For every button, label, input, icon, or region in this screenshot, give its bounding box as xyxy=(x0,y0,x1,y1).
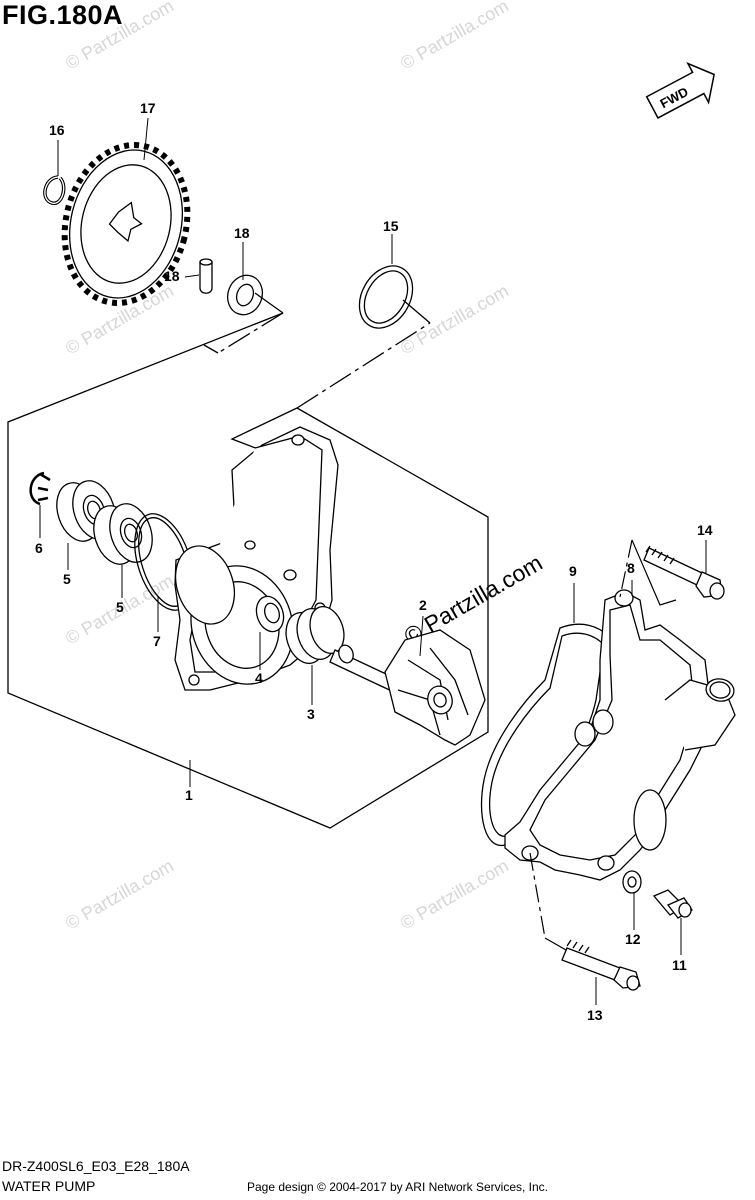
callout-11: 12 xyxy=(625,931,641,947)
pump-cover-8 xyxy=(504,589,736,881)
bolt-12 xyxy=(561,939,641,991)
pump-case-1 xyxy=(174,426,339,691)
callout-9: 9 xyxy=(569,563,577,579)
callout-3: 3 xyxy=(307,706,315,722)
leader-lines xyxy=(39,117,707,1005)
bolt-10 xyxy=(652,889,693,919)
figure-caption: WATER PUMP xyxy=(2,1178,96,1194)
bolt-13 xyxy=(643,545,725,600)
watermark: © Partzilla.com xyxy=(62,0,177,73)
callout-18: 18 xyxy=(164,268,180,284)
callout-4: 4 xyxy=(255,670,263,686)
e-clip-6 xyxy=(29,471,51,506)
watermark: © Partzilla.com xyxy=(397,280,512,358)
callout-labels: 17 16 18 15 18 6 5 5 7 4 3 1 2 9 8 14 12… xyxy=(35,100,713,1023)
figure-title: FIG.180A xyxy=(2,0,124,30)
callout-16: 17 xyxy=(140,100,156,116)
watermark: © Partzilla.com xyxy=(397,855,512,933)
callout-10: 11 xyxy=(672,957,687,973)
watermark: © Partzilla.com xyxy=(62,280,177,358)
o-ring-14 xyxy=(358,265,414,329)
dowel-pin-18 xyxy=(199,258,213,294)
callout-7: 7 xyxy=(153,633,161,649)
callout-6: 6 xyxy=(35,540,43,556)
oil-seal-4 xyxy=(255,595,285,633)
fwd-arrow-badge: FWD xyxy=(645,62,715,119)
callout-5b: 5 xyxy=(116,599,124,615)
guide-lines xyxy=(529,539,677,951)
callout-12: 13 xyxy=(587,1007,603,1023)
water-pump-gear xyxy=(61,142,191,306)
callout-13: 14 xyxy=(697,522,713,538)
assembly-outline xyxy=(7,292,489,829)
watermark: © Partzilla.com xyxy=(397,0,512,73)
callout-15: 16 xyxy=(49,122,65,138)
callout-1: 1 xyxy=(185,787,193,803)
page-credit: Page design © 2004-2017 by ARI Network S… xyxy=(247,1180,549,1194)
callout-17: 18 xyxy=(234,225,250,241)
impeller-2 xyxy=(384,629,486,746)
washer-11 xyxy=(622,870,642,894)
callout-14: 15 xyxy=(383,218,399,234)
callout-2: 2 xyxy=(419,597,427,613)
callout-5a: 5 xyxy=(63,571,71,587)
callout-8: 8 xyxy=(627,560,635,576)
model-code: DR-Z400SL6_E03_E28_180A xyxy=(2,1158,190,1174)
watermark: © Partzilla.com xyxy=(62,855,177,933)
washer-17 xyxy=(226,274,264,316)
